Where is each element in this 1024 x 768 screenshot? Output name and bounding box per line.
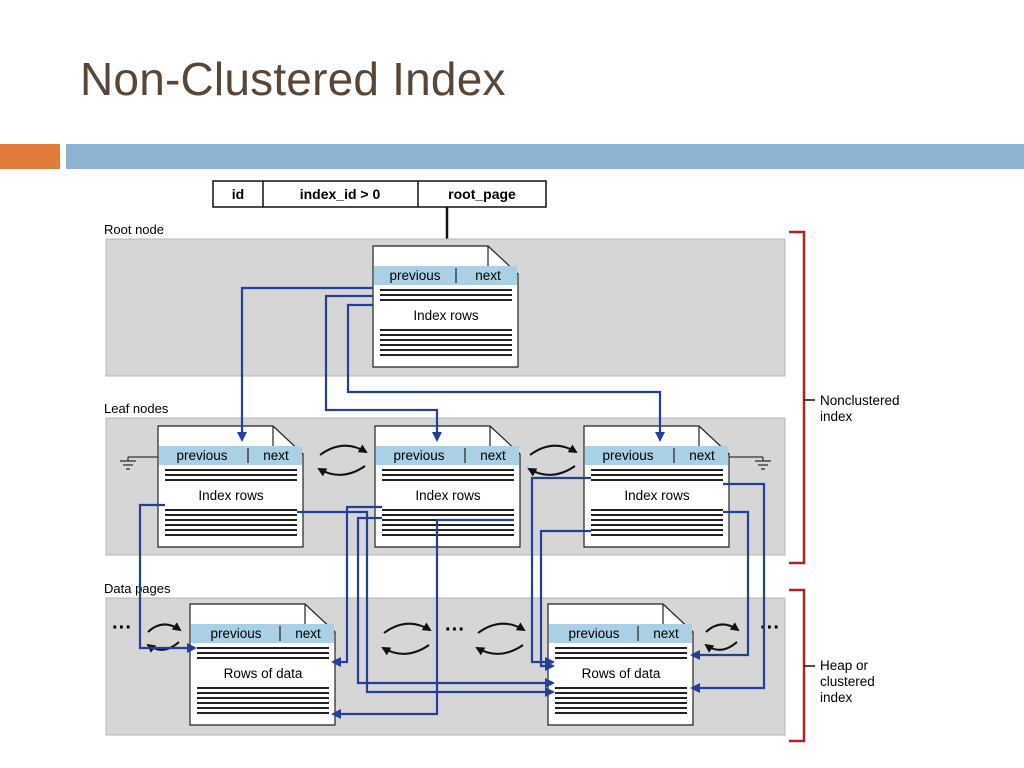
leaf-nodes-label: Leaf nodes [104, 401, 169, 416]
root-node-label: Root node [104, 222, 164, 237]
nonclustered-label-line1: Nonclustered [820, 393, 900, 408]
root-to-leaf2-arrow [324, 294, 442, 442]
nonclustered-label-line2: index [820, 409, 853, 424]
root-to-leaf3-arrow [346, 303, 665, 442]
leaf3-to-data2b-arrow [539, 529, 591, 671]
leaf-link-2-3-icon [527, 444, 578, 477]
accent-bar-orange [0, 144, 60, 169]
data-link-mid-left-icon [381, 622, 432, 656]
data-page-1: previous next Rows of data [189, 603, 336, 726]
data2-rows-of-data: Rows of data [582, 666, 661, 681]
data1-previous-label: previous [210, 626, 261, 641]
header-cell-id: id [232, 186, 244, 202]
leaf-link-1-2-icon [317, 444, 368, 477]
leaf3-next-label: next [689, 448, 715, 463]
leaf1-index-rows: Index rows [198, 488, 264, 503]
ellipsis-middle: ··· [445, 619, 465, 641]
data-link-mid-right-icon [475, 622, 526, 656]
data-link-right-icon [704, 622, 740, 653]
root-next-label: next [475, 268, 501, 283]
leaf1-next-label: next [263, 448, 289, 463]
root-page: previous next Index rows [372, 245, 519, 368]
ground-right-icon [729, 456, 771, 470]
root-previous-label: previous [389, 268, 440, 283]
header-cell-index-id: index_id > 0 [300, 186, 381, 202]
leaf3-to-data2c-arrow [690, 482, 766, 693]
leaf3-to-data2d-arrow [690, 510, 750, 660]
leaf-page-2: previous next Index rows [374, 425, 521, 548]
root-to-leaf1-arrow [237, 286, 373, 442]
ellipsis-left: ··· [112, 617, 132, 639]
leaf2-to-data1-arrow [331, 505, 382, 667]
root-index-rows: Index rows [413, 308, 479, 323]
leaf-page-3: previous next Index rows [583, 425, 730, 548]
accent-bar-blue [66, 144, 1024, 169]
data-pages-label: Data pages [104, 581, 171, 596]
data-page-2: previous next Rows of data [547, 603, 694, 726]
leaf-page-1: previous next Index rows [157, 425, 304, 548]
leaf3-previous-label: previous [602, 448, 653, 463]
leaf1-to-data2-arrow [297, 510, 555, 697]
data-link-left-icon [146, 622, 182, 653]
heap-label-line2: clustered [820, 674, 875, 689]
data2-previous-label: previous [568, 626, 619, 641]
leaf3-index-rows: Index rows [624, 488, 690, 503]
heap-label-line1: Heap or [820, 658, 869, 673]
leaf3-to-data2a-arrow [530, 476, 591, 667]
leaf2-to-data1b-arrow [331, 518, 514, 719]
ground-left-icon [120, 456, 158, 470]
leaf2-previous-label: previous [393, 448, 444, 463]
heap-bracket [789, 588, 806, 743]
data1-rows-of-data: Rows of data [224, 666, 303, 681]
slide-title: Non-Clustered Index [80, 53, 506, 105]
data2-next-label: next [653, 626, 679, 641]
data1-next-label: next [295, 626, 321, 641]
header-cell-root-page: root_page [448, 186, 516, 202]
sysindexes-header: id index_id > 0 root_page [212, 180, 547, 246]
leaf2-index-rows: Index rows [415, 488, 481, 503]
leaf1-to-data1-arrow [138, 503, 197, 653]
heap-label-line3: index [820, 690, 853, 705]
nonclustered-bracket [789, 230, 806, 565]
leaf2-to-data2-arrow [356, 516, 555, 688]
leaf1-previous-label: previous [176, 448, 227, 463]
leaf2-next-label: next [480, 448, 506, 463]
